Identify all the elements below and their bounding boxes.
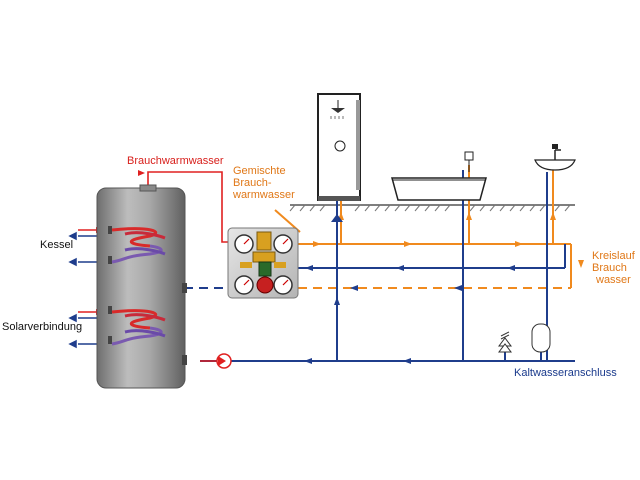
mixed-water-label-2: Brauch-: [233, 177, 272, 189]
cold-flow-arrows: [304, 214, 515, 364]
mixed-water-label-1: Gemischte: [233, 165, 286, 177]
hot-water-label: Brauchwarmwasser: [127, 155, 224, 167]
ground-line: [289, 204, 575, 212]
boiler-connection-arrows: [68, 231, 98, 267]
sink-icon: [534, 144, 576, 171]
boiler-label: Kessel: [40, 239, 73, 251]
solar-label: Solarverbindung: [2, 321, 82, 333]
circulation-label-2: Brauch: [592, 262, 627, 274]
storage-tank-icon: [96, 184, 187, 389]
mixed-water-label-3: warmwasser: [232, 189, 295, 201]
circulation-label-3: wasser: [595, 274, 631, 286]
cold-water-label: Kaltwasseranschluss: [514, 367, 617, 379]
safety-valve-icon: [498, 331, 512, 353]
shower-icon: [317, 93, 361, 201]
hot-flow-arrows: [313, 212, 584, 268]
bathtub-icon: [391, 151, 487, 201]
check-valve-icon: [200, 353, 232, 369]
mixing-station-icon: [227, 227, 299, 299]
circulation-label-1: Kreislauf: [592, 250, 636, 262]
solar-connection-arrows: [68, 313, 98, 349]
expansion-vessel-icon: [531, 323, 551, 353]
hot-water-supply-pipe: [138, 170, 228, 243]
